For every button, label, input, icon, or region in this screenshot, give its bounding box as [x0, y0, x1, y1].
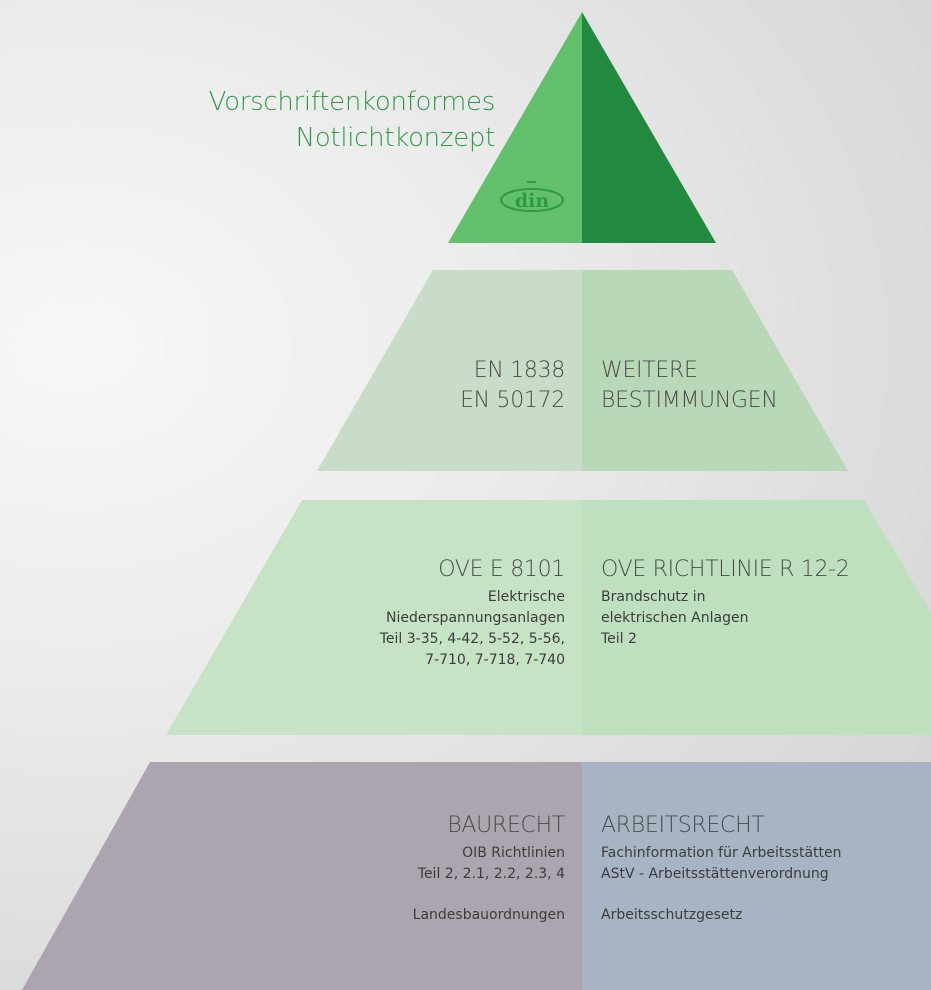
level3-left-body-line-2: Niederspannungsanlagen	[386, 610, 565, 626]
level3-left-face	[166, 500, 582, 735]
base-left-header: BAURECHT	[447, 813, 565, 838]
base-right-face	[582, 762, 931, 990]
level2-left-face	[317, 270, 582, 471]
level2-right-line-2: BESTIMMUNGEN	[601, 388, 778, 413]
level3-left-body-line-3: Teil 3-35, 4-42, 5-52, 5-56,	[379, 631, 565, 647]
base-right-header: ARBEITSRECHT	[601, 813, 765, 838]
din-logo: din	[500, 181, 564, 212]
pyramid-title: Vorschriftenkonformes Notlichtkonzept	[208, 84, 496, 156]
level3-right-header: OVE RICHTLINIE R 12-2	[601, 557, 850, 582]
title-line-2: Notlichtkonzept	[295, 123, 496, 153]
base-right-block: ARBEITSRECHT Fachinformation für Arbeits…	[601, 811, 842, 926]
level2-left-header: EN 1838 EN 50172	[460, 356, 565, 416]
base-left-body: OIB Richtlinien Teil 2, 2.1, 2.2, 2.3, 4…	[413, 843, 565, 926]
base-right-body-line-2: AStV - Arbeitsstättenverordnung	[601, 866, 829, 882]
base-left-extra: Landesbauordnungen	[412, 907, 565, 923]
level3-left-body-line-4: 7-710, 7-718, 7-740	[425, 652, 565, 668]
level3-left-block: OVE E 8101 Elektrische Niederspannungsan…	[380, 555, 566, 671]
level3-right-block: OVE RICHTLINIE R 12-2 Brandschutz in ele…	[601, 555, 850, 650]
level3-right-body: Brandschutz in elektrischen Anlagen Teil…	[601, 587, 849, 650]
base-right-body: Fachinformation für Arbeitsstätten AStV …	[601, 843, 842, 926]
base-left-face	[22, 762, 582, 990]
level3-right-body-line-3: Teil 2	[601, 631, 637, 647]
level3-right-body-line-2: elektrischen Anlagen	[601, 610, 749, 626]
level2-left-line-1: EN 1838	[473, 358, 566, 383]
level3-left-body: Elektrische Niederspannungsanlagen Teil …	[380, 587, 565, 671]
base-left-body-line-1: OIB Richtlinien	[462, 845, 565, 861]
level3-left-header: OVE E 8101	[438, 557, 565, 582]
base-right-body-line-1: Fachinformation für Arbeitsstätten	[601, 845, 842, 861]
level2-right-face	[582, 270, 848, 471]
level2-right-header: WEITERE BESTIMMUNGEN	[601, 356, 778, 416]
din-logo-text: din	[515, 190, 550, 212]
level3-left-body-line-1: Elektrische	[487, 589, 565, 605]
level2-left-line-2: EN 50172	[460, 388, 565, 413]
level2-right-line-1: WEITERE	[601, 358, 698, 383]
level3-right-face	[582, 500, 931, 735]
level1-right-face	[582, 12, 716, 243]
base-right-extra: Arbeitsschutzgesetz	[601, 907, 743, 923]
level3-right-body-line-1: Brandschutz in	[601, 589, 706, 605]
title-line-1: Vorschriftenkonformes	[208, 87, 496, 117]
level1-left-face	[448, 12, 582, 243]
base-left-body-line-2: Teil 2, 2.1, 2.2, 2.3, 4	[417, 866, 565, 882]
base-left-block: BAURECHT OIB Richtlinien Teil 2, 2.1, 2.…	[413, 811, 566, 926]
